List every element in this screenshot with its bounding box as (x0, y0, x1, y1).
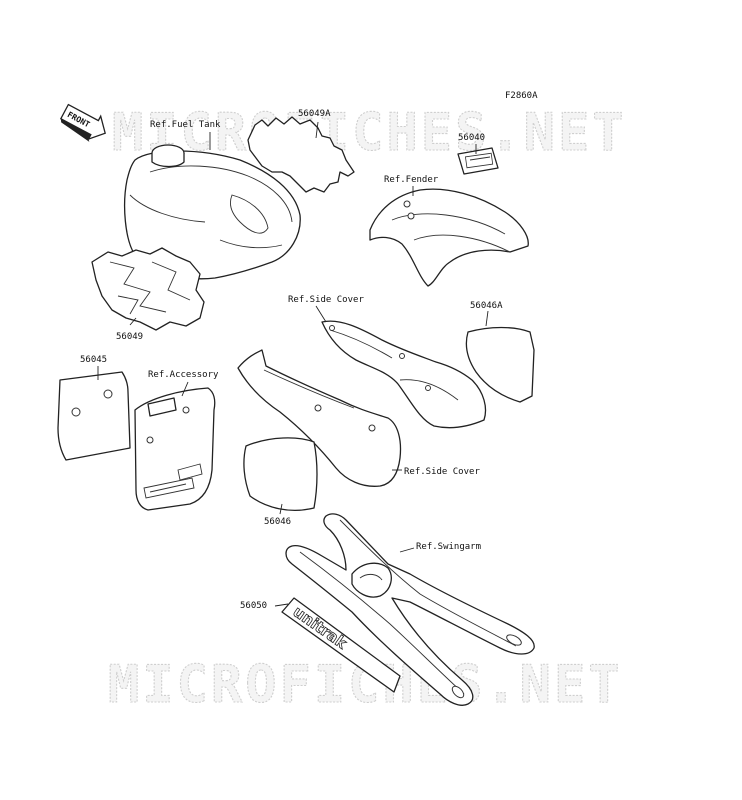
decal-56049a (247, 116, 355, 193)
decal-56046a (465, 326, 535, 403)
callout-56046a: 56046A (470, 301, 503, 311)
callout-ref-side-cover-right: Ref.Side Cover (404, 467, 480, 477)
swingarm (285, 513, 535, 706)
callout-56049: 56049 (116, 332, 143, 342)
callout-56046: 56046 (264, 517, 291, 527)
decal-56049 (91, 247, 205, 331)
fuel-tank (123, 144, 301, 280)
decal-56050-text: unitrak (290, 603, 351, 653)
accessory-number-plate (134, 387, 216, 511)
decal-56046 (243, 437, 318, 511)
callout-ref-fuel-tank: Ref.Fuel Tank (150, 120, 221, 130)
lower-side-cover (237, 349, 402, 487)
callout-56050: 56050 (240, 601, 267, 611)
leader-lines (97, 121, 489, 607)
callout-56045: 56045 (80, 355, 107, 365)
upper-side-cover (321, 320, 487, 429)
callout-ref-side-cover-top: Ref.Side Cover (288, 295, 364, 305)
callout-ref-fender: Ref.Fender (384, 175, 439, 185)
rear-fender (369, 188, 529, 287)
callout-ref-accessory: Ref.Accessory (148, 370, 219, 380)
front-arrow-icon: FRONT (59, 103, 106, 142)
decal-56045 (57, 371, 131, 461)
callout-56040: 56040 (458, 133, 485, 143)
figure-code: F2860A (505, 91, 538, 101)
label-56040 (457, 147, 499, 175)
callout-56049a: 56049A (298, 109, 331, 119)
callout-ref-swingarm: Ref.Swingarm (416, 542, 481, 552)
